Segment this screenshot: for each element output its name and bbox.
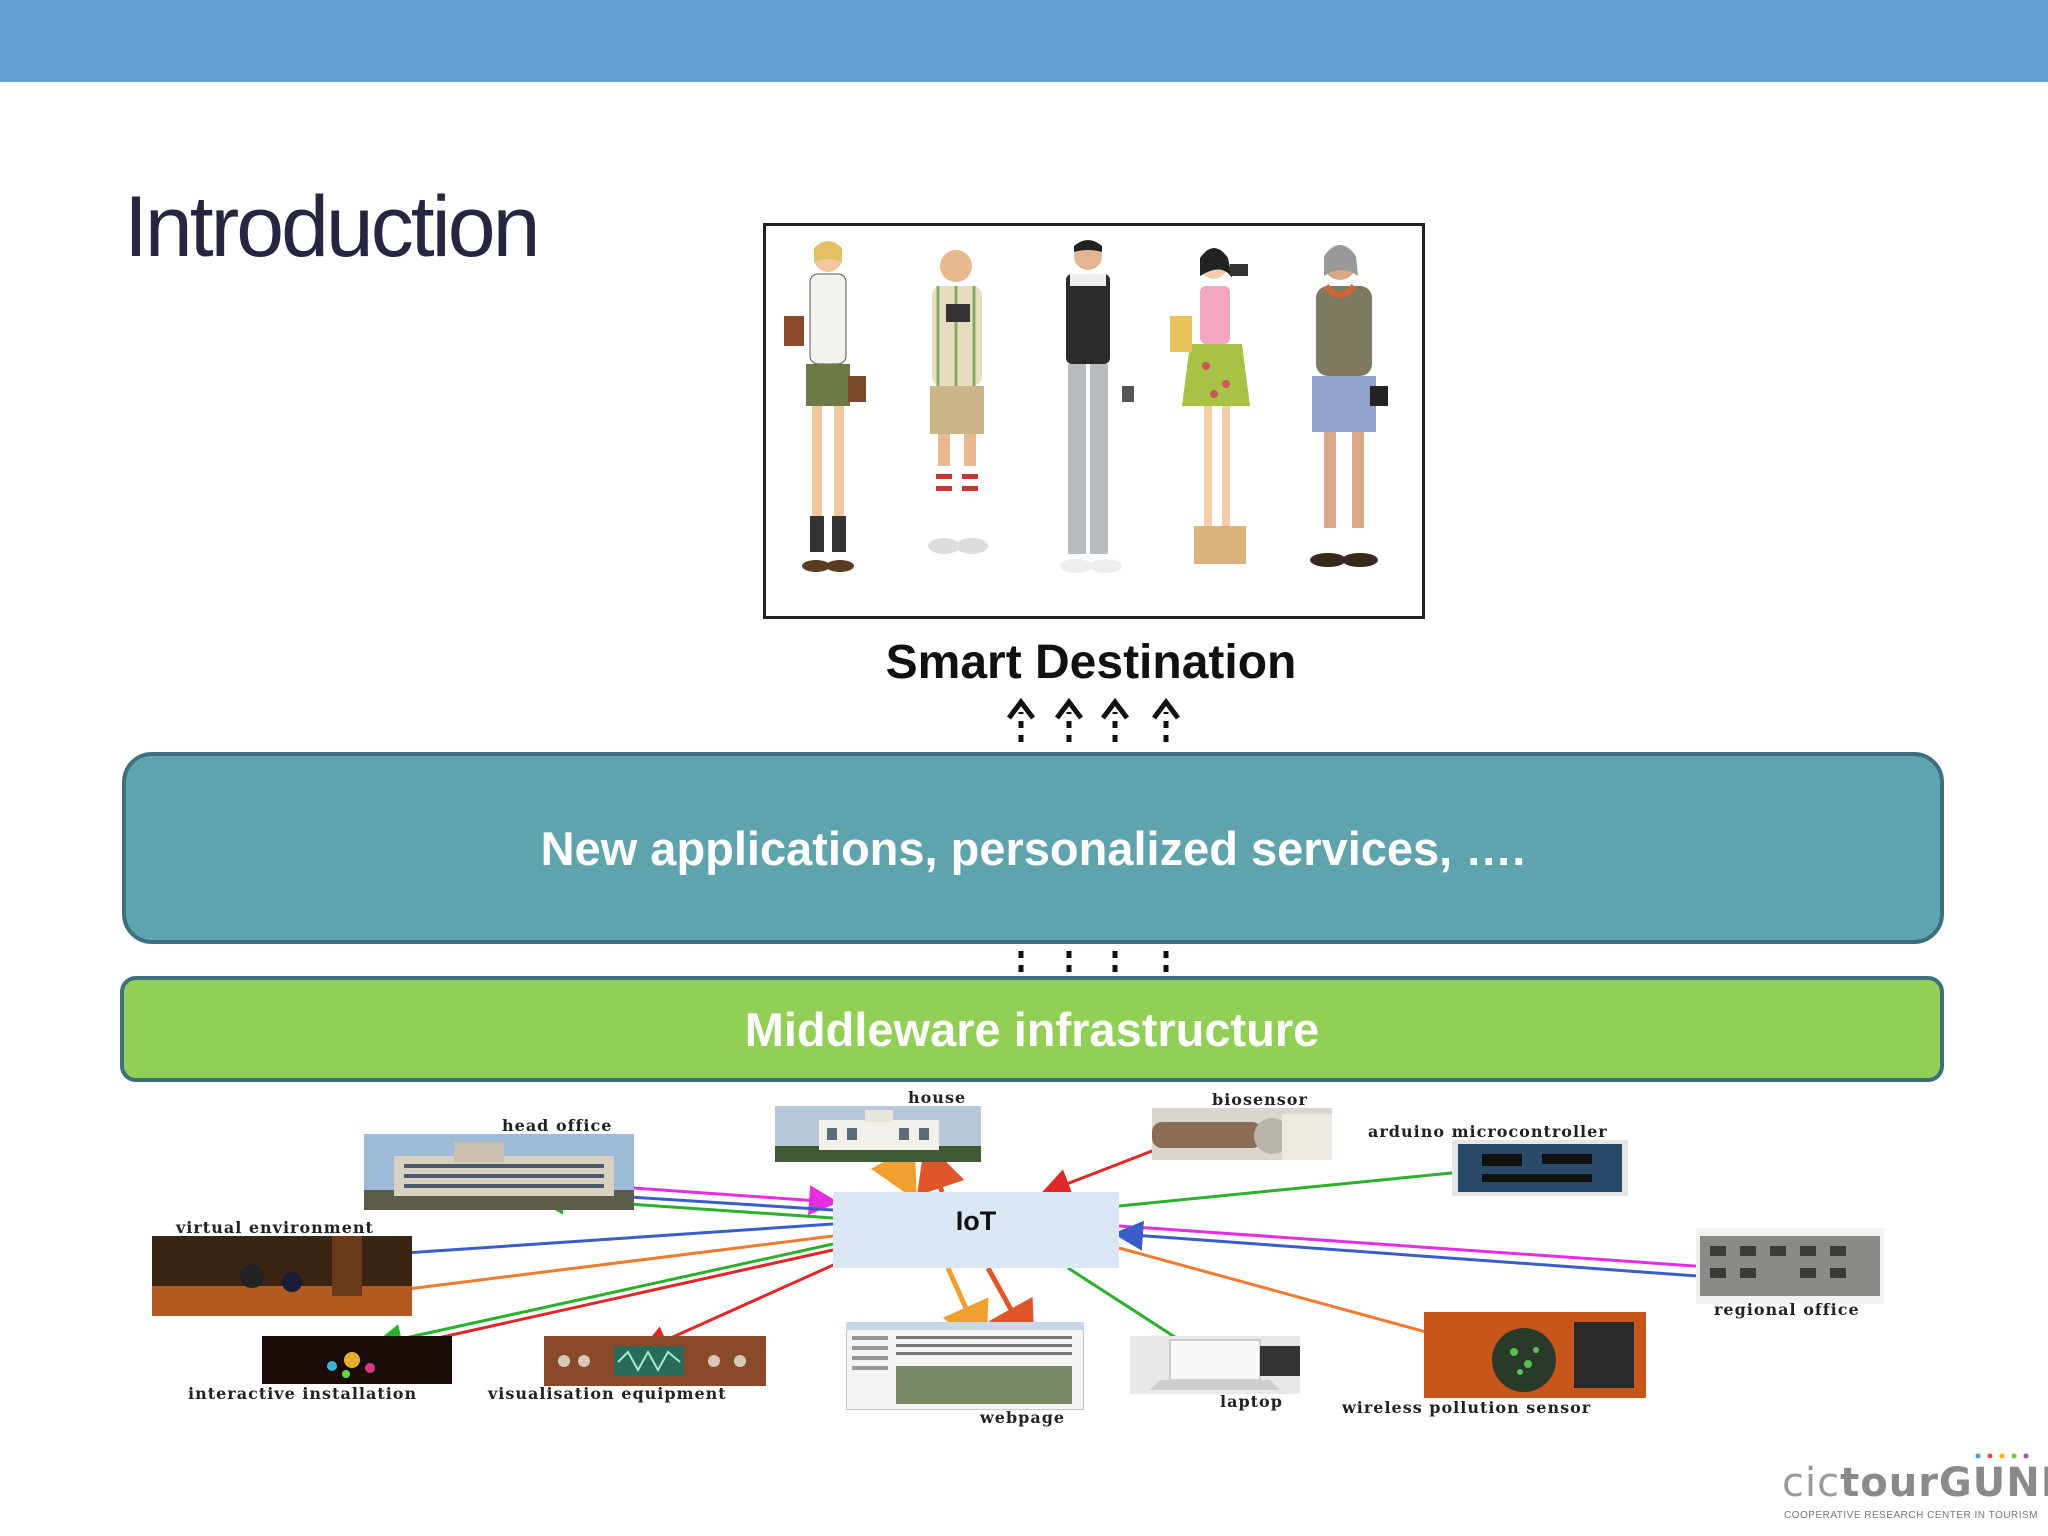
interactive-installation-label: interactive installation xyxy=(188,1384,418,1403)
virtual-environment-image xyxy=(152,1236,412,1316)
logo-tagline: COOPERATIVE RESEARCH CENTER IN TOURISM xyxy=(1784,1510,2039,1521)
webpage-image xyxy=(845,1321,1085,1411)
iot-hub: IoT xyxy=(833,1192,1119,1268)
regional-office-label: regional office xyxy=(1714,1300,1860,1319)
laptop-label: laptop xyxy=(1220,1392,1283,1411)
logo-wordmark-part1: cic xyxy=(1782,1460,1841,1506)
cictourgune-logo: cictourGUNE COOPERATIVE RESEARCH CENTER … xyxy=(1782,1452,2048,1522)
logo-wordmark: cictourGUNE xyxy=(1782,1460,2048,1506)
middleware-label: Middleware infrastructure xyxy=(744,1002,1320,1056)
visualisation-equipment-label: visualisation equipment xyxy=(488,1384,727,1403)
head-office-label: head office xyxy=(502,1116,613,1135)
house-image xyxy=(775,1106,981,1162)
logo-wordmark-part2: tourGUNE xyxy=(1840,1460,2048,1506)
arduino-image xyxy=(1452,1140,1628,1196)
applications-layer: New applications, personalized services,… xyxy=(122,752,1944,944)
smart-destination-label: Smart Destination xyxy=(885,636,1297,689)
visualisation-equipment-image xyxy=(544,1336,766,1386)
house-label: house xyxy=(908,1088,967,1107)
biosensor-label: biosensor xyxy=(1212,1090,1308,1109)
webpage-label: webpage xyxy=(980,1408,1066,1427)
applications-label: New applications, personalized services,… xyxy=(540,821,1526,875)
virtual-environment-label: virtual environment xyxy=(176,1218,374,1237)
regional-office-image xyxy=(1696,1228,1884,1304)
wireless-pollution-sensor-image xyxy=(1424,1312,1646,1398)
head-office-image xyxy=(364,1134,634,1210)
slide-title: Introduction xyxy=(124,179,540,275)
wireless-pollution-sensor-label: wireless pollution sensor xyxy=(1342,1398,1592,1417)
laptop-image xyxy=(1130,1336,1300,1394)
header-bar xyxy=(0,0,2048,82)
tourists-illustration xyxy=(763,223,1425,619)
middleware-layer: Middleware infrastructure xyxy=(120,976,1944,1082)
biosensor-image xyxy=(1152,1108,1332,1160)
arduino-label: arduino microcontroller xyxy=(1368,1122,1608,1141)
iot-hub-label: IoT xyxy=(955,1206,997,1236)
logo-dots xyxy=(1975,1453,2029,1459)
interactive-installation-image xyxy=(262,1336,452,1384)
tourists-figures xyxy=(784,240,1388,573)
